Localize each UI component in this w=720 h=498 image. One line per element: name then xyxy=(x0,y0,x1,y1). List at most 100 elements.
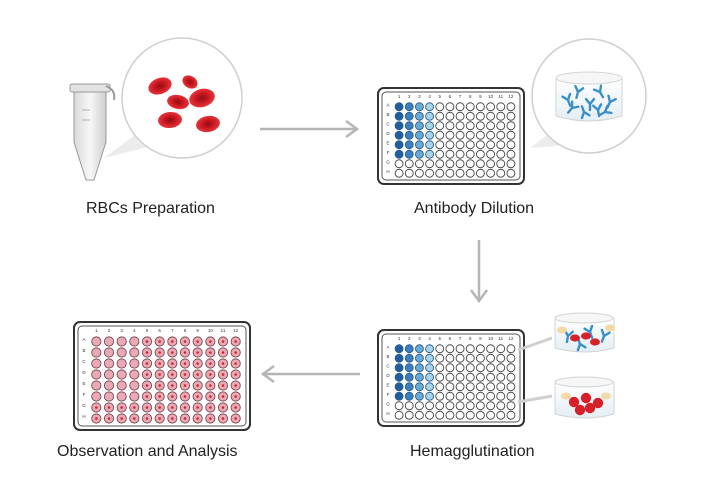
rbc-pellet xyxy=(158,351,161,354)
plate-well xyxy=(435,382,445,392)
plate-well xyxy=(414,363,424,373)
plate-well xyxy=(445,168,455,178)
plate-well xyxy=(103,358,115,369)
plate-well xyxy=(506,159,516,169)
plate-well xyxy=(394,121,404,131)
plate-column-label: 5 xyxy=(438,94,441,99)
rbc-pellet xyxy=(145,395,149,398)
sedimentation-cup xyxy=(517,376,615,419)
plate-column-label: 7 xyxy=(459,94,462,99)
plate-well xyxy=(435,121,445,131)
red-blood-cell-icon xyxy=(592,397,604,409)
plate-well xyxy=(486,382,496,392)
plate-column-label: 6 xyxy=(449,94,452,99)
plate-well xyxy=(435,410,445,420)
plate-well xyxy=(496,140,506,150)
plate-row-label: C xyxy=(386,121,390,126)
red-blood-cell-icon xyxy=(580,392,592,404)
plate-well xyxy=(455,149,465,159)
plate-well xyxy=(435,344,445,354)
rbc-pellet xyxy=(183,362,187,365)
plate-well xyxy=(496,401,506,411)
plate-well xyxy=(425,363,435,373)
plate-column-label: 4 xyxy=(428,336,431,341)
plate-row-label: E xyxy=(386,382,389,387)
plate-well xyxy=(486,102,496,112)
arrow-left-icon xyxy=(260,364,360,384)
red-blood-cell-icon xyxy=(574,404,586,416)
plate-well xyxy=(475,344,485,354)
plate-well xyxy=(496,353,506,363)
plate-well xyxy=(103,369,115,380)
plate-column-label: 2 xyxy=(108,328,111,333)
plate-well xyxy=(506,111,516,121)
plate-column-label: 12 xyxy=(233,328,239,333)
plate-well xyxy=(496,391,506,401)
rbc-pellet xyxy=(221,351,225,354)
plate-well xyxy=(435,168,445,178)
plate-well xyxy=(475,121,485,131)
rbc-pellet xyxy=(234,417,237,420)
plate-column-label: 12 xyxy=(508,336,514,341)
rbc-pellet xyxy=(221,395,225,398)
red-blood-cell-icon xyxy=(581,332,591,340)
plate-well xyxy=(465,363,475,373)
plate-column-label: 6 xyxy=(449,336,452,341)
plate-column-label: 6 xyxy=(158,328,161,333)
plate-column-label: 11 xyxy=(221,328,226,333)
plate-well xyxy=(129,336,140,347)
plate-well xyxy=(506,372,516,382)
plate-well xyxy=(435,159,445,169)
plate-well xyxy=(475,372,485,382)
plate-inner-frame xyxy=(381,91,521,181)
plate-well xyxy=(465,391,475,401)
plate-well xyxy=(496,121,506,131)
plate-well xyxy=(404,121,414,131)
plate-well xyxy=(445,111,455,121)
plate-column-label: 4 xyxy=(133,328,136,333)
plate-well xyxy=(465,344,475,354)
rbc-pellet xyxy=(133,417,136,420)
plate-well xyxy=(445,363,455,373)
plate-row-label: H xyxy=(386,169,389,174)
plate-well xyxy=(414,382,424,392)
plate-well xyxy=(404,363,414,373)
plate-well xyxy=(496,410,506,420)
plate-column-label: 3 xyxy=(418,336,421,341)
plate-well xyxy=(425,102,435,112)
plate-well xyxy=(103,391,115,402)
plate-row-label: E xyxy=(386,140,389,145)
rbc-pellet xyxy=(158,362,161,365)
plate-column-label: 9 xyxy=(479,94,482,99)
antibody-icon xyxy=(583,324,594,339)
plate-well xyxy=(404,410,414,420)
plate-row-label: B xyxy=(82,348,85,353)
plate-well xyxy=(496,130,506,140)
rbc-pellet xyxy=(221,417,225,420)
rbc-pellet xyxy=(171,406,174,409)
plate-well xyxy=(445,391,455,401)
rbc-pellet xyxy=(234,340,237,343)
plate-column-label: 5 xyxy=(438,336,441,341)
plate-row-label: B xyxy=(386,354,389,359)
rbc-pellet xyxy=(158,340,161,343)
plate-column-label: 7 xyxy=(171,328,174,333)
plate-well xyxy=(475,363,485,373)
plate-well xyxy=(455,121,465,131)
plate-well xyxy=(404,130,414,140)
plate-well xyxy=(414,121,424,131)
plate-well xyxy=(475,149,485,159)
plate-column-label: 11 xyxy=(498,336,503,341)
rbc-pellet xyxy=(196,384,199,387)
rbc-pellet xyxy=(145,362,149,365)
antibody-icon xyxy=(557,324,615,352)
plate-column-label: 8 xyxy=(469,336,472,341)
plate-well xyxy=(465,410,475,420)
plate-well xyxy=(445,372,455,382)
plate-well xyxy=(116,347,127,358)
plate-well xyxy=(404,391,414,401)
plate-well xyxy=(465,121,475,131)
plate-column-label: 1 xyxy=(398,94,401,99)
plate-well xyxy=(506,353,516,363)
